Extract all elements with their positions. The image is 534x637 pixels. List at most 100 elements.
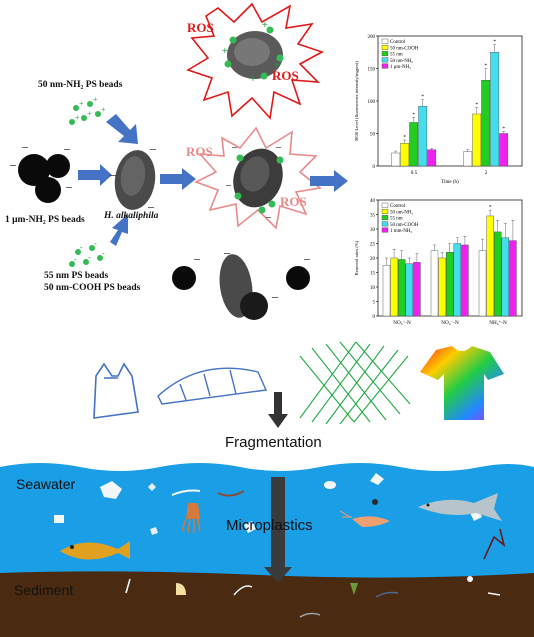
svg-text:–: –	[265, 212, 272, 223]
y-tick-label: 25	[370, 243, 376, 248]
legend-swatch	[381, 215, 389, 221]
bar	[391, 152, 401, 167]
bar	[486, 215, 494, 317]
y-tick-label: 30	[370, 228, 376, 233]
y-axis-label: Removal rates (%)	[354, 240, 359, 275]
ros-label-mid: ROS	[186, 144, 213, 159]
bar	[445, 252, 454, 317]
debris-2	[54, 515, 64, 523]
fragmentation-label: Fragmentation	[225, 434, 322, 451]
legend-swatch	[381, 221, 389, 227]
debris-5	[370, 473, 384, 485]
legend-swatch	[381, 63, 389, 69]
bar	[509, 240, 517, 317]
legend-label: Control	[390, 40, 406, 45]
flounder-icon	[60, 541, 130, 560]
significance-star: *	[489, 205, 492, 211]
y-tick-label: 150	[368, 68, 376, 73]
category-label: NO₃⁻-N	[393, 320, 411, 326]
legend-label: 50 nm-COOH	[390, 223, 419, 228]
seawater-label: Seawater	[16, 476, 76, 492]
legend-label: 1 mm-NH₂	[390, 229, 412, 234]
y-axis-label: ROS Level (fluorescence intensity/mgprot…	[354, 61, 359, 141]
nh2-beads-cluster: + + + + +	[69, 95, 106, 125]
legend-swatch	[381, 202, 389, 208]
tshirt-icon	[420, 346, 504, 420]
significance-star: *	[493, 39, 496, 45]
bar	[390, 257, 398, 317]
squid-icon	[181, 503, 201, 534]
bead-black-right	[286, 266, 310, 290]
svg-text:–: –	[147, 199, 155, 213]
svg-text:–: –	[225, 180, 232, 191]
svg-text:-: -	[88, 253, 91, 262]
h-alkaliphila-label: H. alkaliphila	[104, 211, 159, 221]
legend-swatch	[381, 57, 389, 63]
neg-beads-cluster: - - - - -	[69, 239, 105, 267]
legend-swatch	[381, 227, 389, 233]
significance-star: *	[412, 112, 415, 118]
svg-text:+: +	[93, 95, 98, 104]
bar	[430, 250, 439, 317]
bar	[501, 237, 510, 317]
bar	[418, 105, 428, 167]
legend-swatch	[381, 51, 389, 57]
sediment-area	[0, 571, 534, 637]
svg-text:+: +	[79, 99, 84, 108]
bead-black-left	[172, 266, 196, 290]
microplastics-label: Microplastics	[226, 517, 313, 534]
ps55-label: 55 nm PS beads	[44, 271, 109, 281]
bar	[481, 80, 491, 167]
ros-label-top: ROS	[187, 20, 214, 35]
svg-text:–: –	[271, 289, 279, 303]
bar	[461, 244, 469, 317]
legend-label: 1 μm-NH₂	[390, 65, 411, 70]
sed-debris-5	[375, 591, 399, 598]
bar	[453, 243, 462, 317]
bar	[499, 133, 509, 167]
bar	[490, 52, 500, 167]
svg-text:+: +	[87, 109, 92, 118]
svg-text:–: –	[21, 139, 29, 153]
shrimp-icon	[339, 510, 390, 527]
significance-star: *	[403, 135, 406, 141]
sediment-label: Sediment	[14, 582, 74, 598]
svg-text:–: –	[275, 142, 282, 153]
legend-swatch	[381, 208, 389, 214]
seawater-area	[0, 463, 534, 581]
bar	[478, 250, 487, 317]
svg-text:+: +	[250, 74, 256, 85]
large-beads: – – – –	[9, 139, 73, 203]
legend-label: 55 nm	[390, 217, 403, 222]
svg-text:–: –	[303, 251, 311, 265]
bar	[382, 265, 391, 317]
svg-text:-: -	[80, 243, 83, 252]
category-label: 2	[485, 170, 488, 176]
svg-text:–: –	[109, 167, 117, 181]
legend-label: 55 nm	[390, 53, 403, 58]
debris-6	[372, 499, 378, 505]
y-tick-label: 15	[370, 272, 376, 277]
bar	[463, 151, 473, 167]
arrow-right-icon-3	[310, 170, 348, 192]
sed-debris-6	[467, 576, 473, 582]
bar	[405, 263, 413, 317]
svg-text:–: –	[9, 157, 17, 171]
nh2-50-label: 50 nm-NH₂ PS beads	[38, 80, 123, 90]
fishing-net-icon	[299, 341, 411, 425]
bar	[472, 113, 482, 167]
legend-swatch	[381, 44, 389, 50]
significance-star: *	[475, 102, 478, 108]
sed-debris-7	[299, 612, 321, 618]
debris-8	[244, 521, 256, 533]
svg-text:+: +	[101, 105, 106, 114]
sed-debris-3	[233, 585, 253, 596]
svg-text:–: –	[63, 141, 71, 155]
sed-debris-8	[487, 592, 501, 596]
legend-label: Control	[390, 204, 406, 209]
y-tick-label: 100	[368, 100, 376, 105]
plastic-bag-icon	[93, 362, 139, 419]
